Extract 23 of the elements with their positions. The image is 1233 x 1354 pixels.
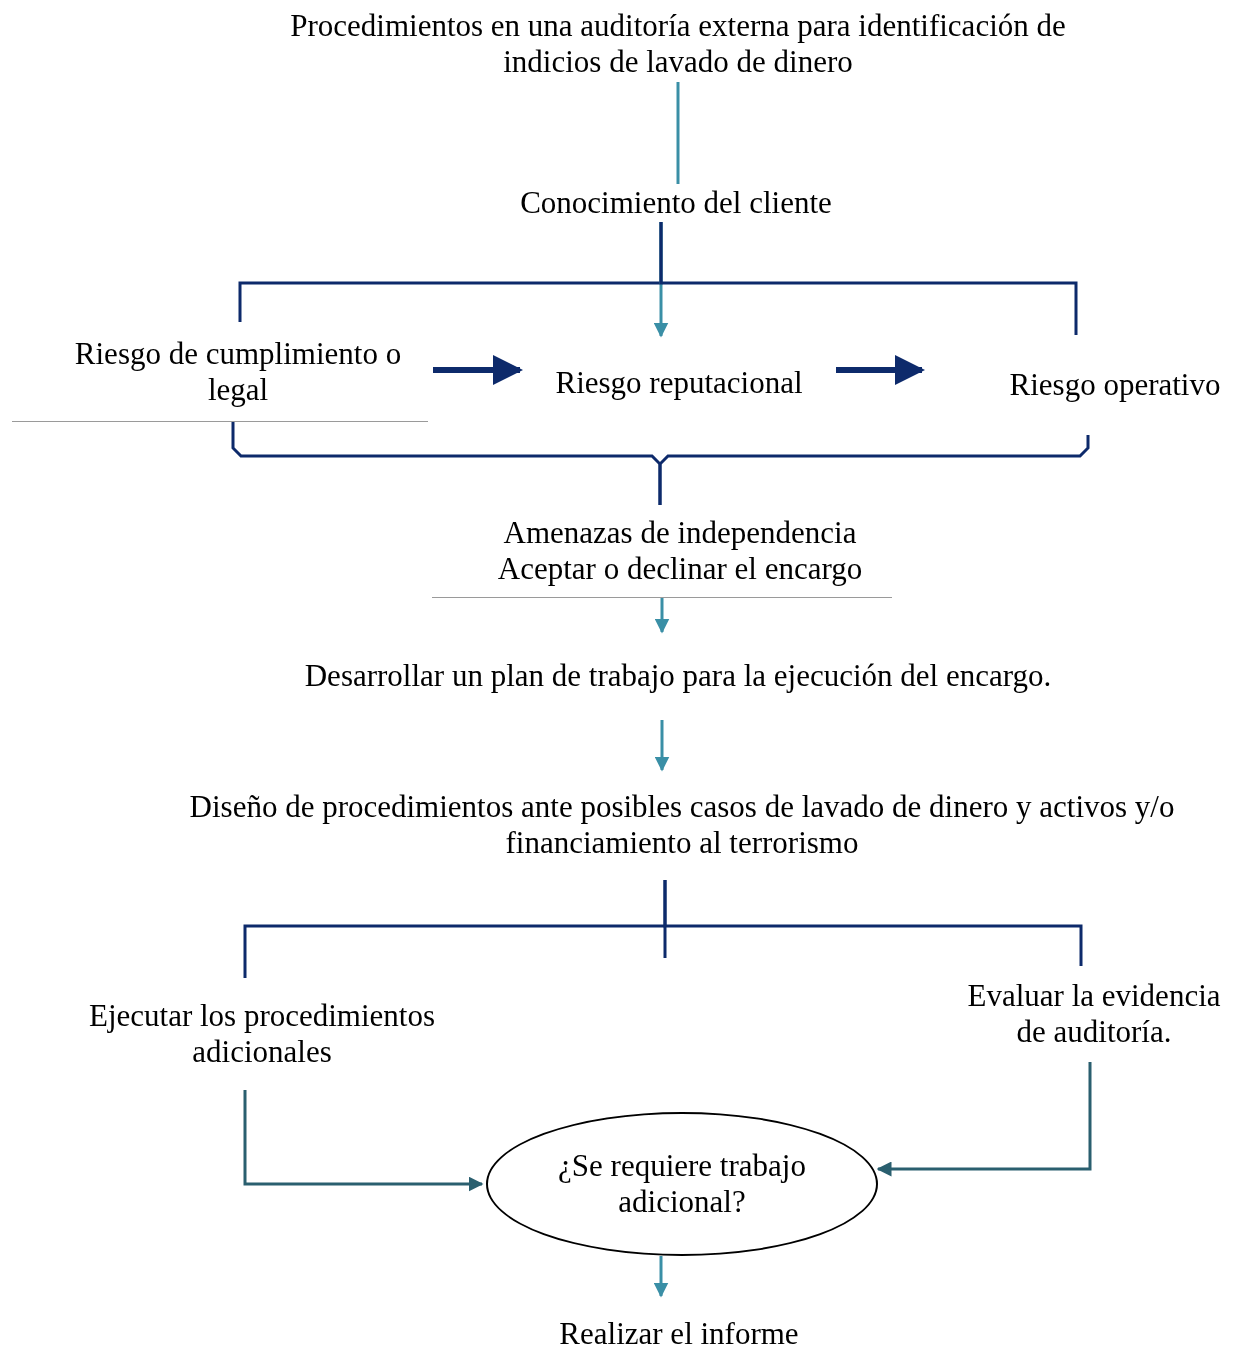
- step-text: Riesgo operativo: [1000, 335, 1230, 435]
- step-text: Realizar el informe: [529, 1296, 829, 1352]
- arrow: [433, 355, 523, 385]
- step-text: Conocimiento del cliente: [476, 184, 876, 222]
- step-text: Ejecutar los procedimientos adicionales: [62, 978, 462, 1090]
- connector-line: [658, 435, 1090, 505]
- arrow: [654, 720, 670, 772]
- arrow: [654, 598, 670, 634]
- step-text: Procedimientos en una auditoría externa para identificación de indicios de lavado de dinero: [248, 6, 1108, 82]
- arrow: [653, 1256, 669, 1298]
- decision-ellipse: ¿Se requiere trabajo adicional?: [486, 1112, 878, 1256]
- step-text: Riesgo reputacional: [529, 336, 829, 430]
- connector-line: [659, 222, 1078, 335]
- step-text: Desarrollar un plan de trabajo para la ejecución del encargo.: [248, 632, 1108, 720]
- connector-line: [663, 880, 1083, 966]
- arrow: [876, 1062, 1092, 1177]
- step-text: Diseño de procedimientos ante posibles casos de lavado de dinero y activos y/o financiamiento al terrorismo: [162, 770, 1202, 880]
- step-text: Riesgo de cumplimiento o legal: [12, 322, 428, 422]
- arrow: [243, 1090, 484, 1192]
- connector-line: [676, 82, 680, 184]
- step-text: Evaluar la evidencia de auditoría.: [956, 966, 1232, 1062]
- step-text: Amenazas de independencia Aceptar o declinar el encargo: [432, 505, 892, 598]
- arrow: [836, 355, 925, 385]
